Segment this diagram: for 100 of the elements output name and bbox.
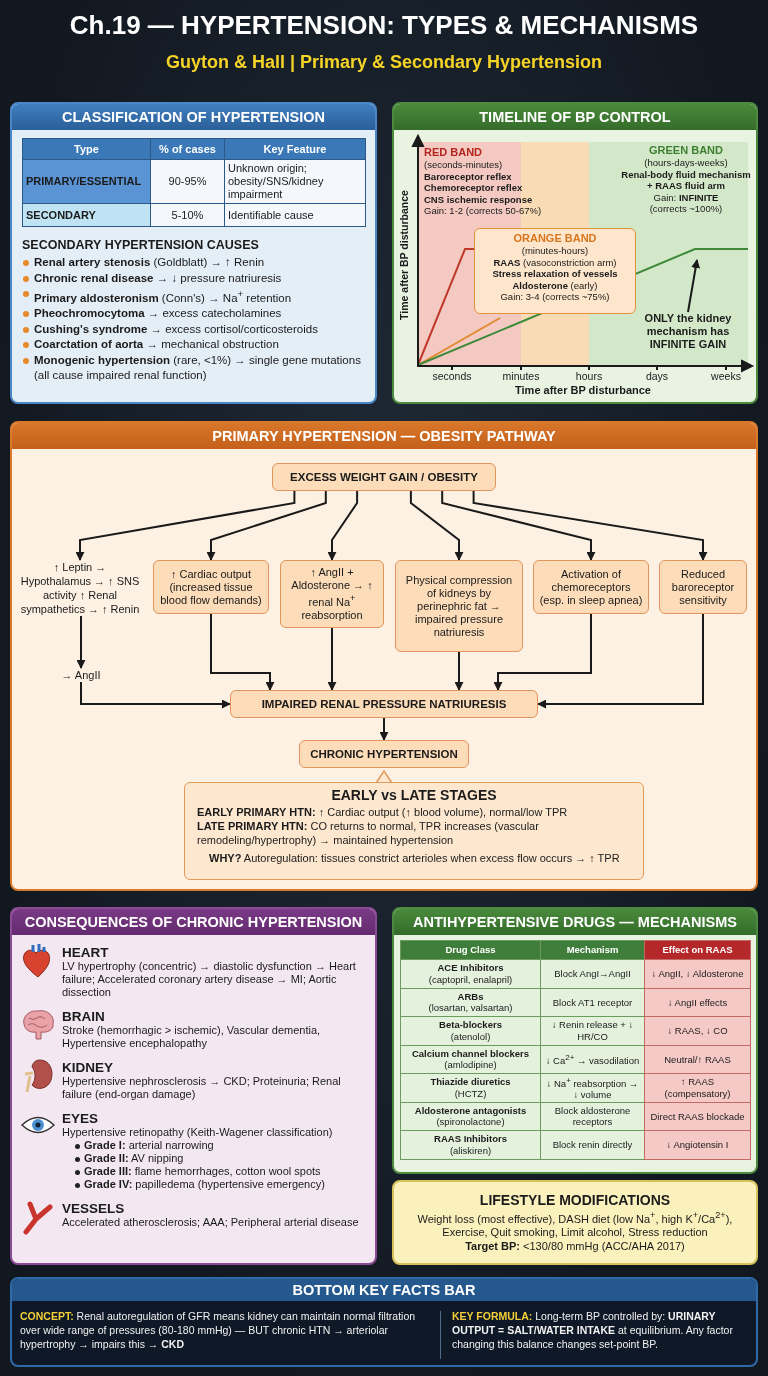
list-item: Pheochromocytoma → excess catecholamines xyxy=(22,306,367,322)
box-text: ↑ AngII + Aldosterone → ↑ renal Na$^{+}$ reabsorption xyxy=(290,566,374,622)
band-text: Gain: 1-2 (corrects 50-67%) xyxy=(424,205,543,217)
tick-label: hours xyxy=(575,370,603,382)
band-text: Chemoreceptor reflex xyxy=(424,182,524,194)
tick-label: seconds xyxy=(432,370,472,382)
table-cell: Calcium channel blockers (amlodipine) xyxy=(400,1044,541,1074)
table-cell: ↓ Ca$^{2+}$ → vasodilation xyxy=(540,1044,645,1074)
table-cell: ↑ RAAS (compensatory) xyxy=(644,1073,751,1103)
table-cell: Direct RAAS blockade xyxy=(644,1101,751,1131)
flow-arrow xyxy=(472,490,708,561)
tick-label: days xyxy=(645,370,669,382)
panel-title: CONSEQUENCES OF CHRONIC HYPERTENSION xyxy=(12,909,375,935)
process-box xyxy=(153,560,269,614)
table-cell: ↓ Na$^{+}$ reabsorption → ↓ volume xyxy=(540,1073,645,1103)
table-cell: RAAS Inhibitors (aliskiren) xyxy=(400,1130,541,1160)
table-cell: Thiazide diuretics (HCTZ) xyxy=(400,1073,541,1103)
table-cell: SECONDARY xyxy=(22,203,151,227)
organ-heading: VESSELS xyxy=(62,1201,126,1216)
box-text: ↑ Cardiac output (increased tissue blood flow demands) xyxy=(159,567,263,607)
box-text: Physical compression of kidneys by perinephric fat → impaired pressure natriuresis xyxy=(404,573,514,639)
flow-arrow xyxy=(441,490,596,561)
organ-text: Hypertensive nephrosclerosis → CKD; Proteinuria; Renal failure (end-organ damage) xyxy=(62,1075,342,1101)
flow-arrow xyxy=(379,717,389,741)
panel-title: BOTTOM KEY FACTS BAR xyxy=(12,1279,756,1301)
table-header-cell: Effect on RAAS xyxy=(644,940,751,960)
band-text: Gain: INFINITE xyxy=(652,191,720,203)
band-text: Gain: 3-4 (corrects ~75%) xyxy=(499,291,611,303)
table-cell: Beta-blockers (atenolol) xyxy=(400,1016,541,1046)
box-text: Activation of chemoreceptors (esp. in sleep apnea) xyxy=(538,567,644,607)
band-text: Renal-body fluid mechanism + RAAS fluid arm xyxy=(620,168,752,192)
flow-text: ↑ Leptin → Hypothalamus → ↑ SNS activity ↑ Renal sympathetics → ↑ Renin xyxy=(19,560,141,616)
table-cell: Identifiable cause xyxy=(224,203,366,227)
callout-title: EARLY vs LATE STAGES xyxy=(330,787,498,803)
list-item: Primary aldosteronism (Conn's) → Na$^{+}$ retention xyxy=(22,286,367,307)
box-title: LIFESTYLE MODIFICATIONS xyxy=(479,1191,671,1208)
band-title: GREEN BAND xyxy=(648,144,724,157)
table-cell: Neutral/↑ RAAS xyxy=(644,1044,751,1074)
classification-panel xyxy=(10,102,377,404)
box-label: IMPAIRED RENAL PRESSURE NATRIURESIS xyxy=(261,698,507,710)
list-item: Grade IV: papilledema (hypertensive emergency) xyxy=(74,1178,375,1191)
panel-title: PRIMARY HYPERTENSION — OBESITY PATHWAY xyxy=(12,423,756,449)
table-cell: 5-10% xyxy=(150,203,225,227)
annotation-text: ONLY the kidney mechanism has INFINITE GAIN xyxy=(643,312,733,351)
organ-text: Accelerated atherosclerosis; AAA; Peripheral arterial disease xyxy=(62,1216,360,1229)
organ-heading: HEART xyxy=(62,945,110,960)
tick-label: minutes xyxy=(502,370,540,382)
organ-heading: BRAIN xyxy=(62,1009,106,1024)
list-item: Coarctation of aorta → mechanical obstruction xyxy=(22,337,367,353)
band-callout-box xyxy=(474,228,636,314)
fact-text: KEY FORMULA: Long-term BP controlled by: URINARY OUTPUT = SALT/WATER INTAKE at equilibrium. Any factor changing this balance changes set-point BP. xyxy=(452,1309,734,1351)
organ-text: LV hypertrophy (concentric) → diastolic dysfunction → Heart failure; Accelerated coronary artery disease → MI; Aortic dissection xyxy=(62,960,357,999)
organ-heading: EYES xyxy=(62,1111,100,1126)
pathway-panel xyxy=(10,421,758,891)
flow-arrow xyxy=(537,613,704,709)
process-box xyxy=(272,463,496,491)
list-item: Chronic renal disease → ↓ pressure natriuresis xyxy=(22,270,367,286)
flow-arrow xyxy=(75,490,296,561)
table-cell: ↓ AngII effects xyxy=(644,987,751,1017)
band-text: Aldosterone (early) xyxy=(511,279,599,291)
flow-arrow xyxy=(493,613,592,691)
pointer-arrow xyxy=(687,259,701,313)
list-item: Grade II: AV nipping xyxy=(74,1152,375,1165)
table-cell: Block aldosterone receptors xyxy=(540,1101,645,1131)
callout-text: EARLY PRIMARY HTN: ↑ Cardiac output (↑ blood volume), normal/low TPR xyxy=(197,805,569,819)
table-cell: Block renin directly xyxy=(540,1130,645,1160)
flow-arrow xyxy=(210,613,275,691)
process-box xyxy=(395,560,523,652)
band-text: (seconds-minutes) xyxy=(424,159,504,171)
section-heading: SECONDARY HYPERTENSION CAUSES xyxy=(22,238,260,252)
organ-text: Hypertensive retinopathy (Keith-Wagener classification) xyxy=(62,1126,334,1139)
list-item: Grade I: arterial narrowing xyxy=(74,1139,375,1152)
table-cell: ↓ RAAS, ↓ CO xyxy=(644,1016,751,1046)
band-text: (hours-days-weeks) xyxy=(643,157,729,169)
process-box xyxy=(659,560,747,614)
tick-label: weeks xyxy=(711,370,741,382)
callout-text: LATE PRIMARY HTN: CO returns to normal, TPR increases (vascular remodeling/hypertrophy) → maintained hypertension xyxy=(197,819,540,847)
lifestyle-box xyxy=(392,1180,758,1265)
list-item: Renal artery stenosis (Goldblatt) → ↑ Renin xyxy=(22,255,367,271)
box-label: CHRONIC HYPERTENSION xyxy=(310,748,458,760)
flow-arrow xyxy=(76,615,86,669)
table-cell: Block AT1 receptor xyxy=(540,987,645,1017)
process-box xyxy=(280,560,384,628)
table-cell: Unknown origin; obesity/SNS/kidney impairment xyxy=(224,159,366,204)
flow-arrow xyxy=(206,490,327,561)
table-cell: Aldosterone antagonists (spironolactone) xyxy=(400,1101,541,1131)
callout-box xyxy=(184,782,644,880)
flow-arrow xyxy=(327,627,337,691)
callout-text: WHY? Autoregulation: tissues constrict arterioles when excess flow occurs → ↑ TPR xyxy=(208,851,621,865)
table-cell: Block AngI→AngII xyxy=(540,959,645,989)
list-item: Monogenic hypertension (rare, <1%) → single gene mutations (all cause impaired renal function) xyxy=(22,352,367,384)
table-header-cell: Type xyxy=(22,138,151,160)
list-item: Cushing's syndrome → excess cortisol/corticosteroids xyxy=(22,321,367,338)
axis-title: Time after BP disturbance xyxy=(515,384,651,396)
panel-title: CLASSIFICATION OF HYPERTENSION xyxy=(12,104,375,130)
band-text: RAAS (vasoconstriction arm) xyxy=(492,256,618,268)
box-label: EXCESS WEIGHT GAIN / OBESITY xyxy=(290,471,478,483)
table-cell: ARBs (losartan, valsartan) xyxy=(400,987,541,1017)
panel-title: ANTIHYPERTENSIVE DRUGS — MECHANISMS xyxy=(394,909,756,935)
process-box xyxy=(230,690,538,718)
